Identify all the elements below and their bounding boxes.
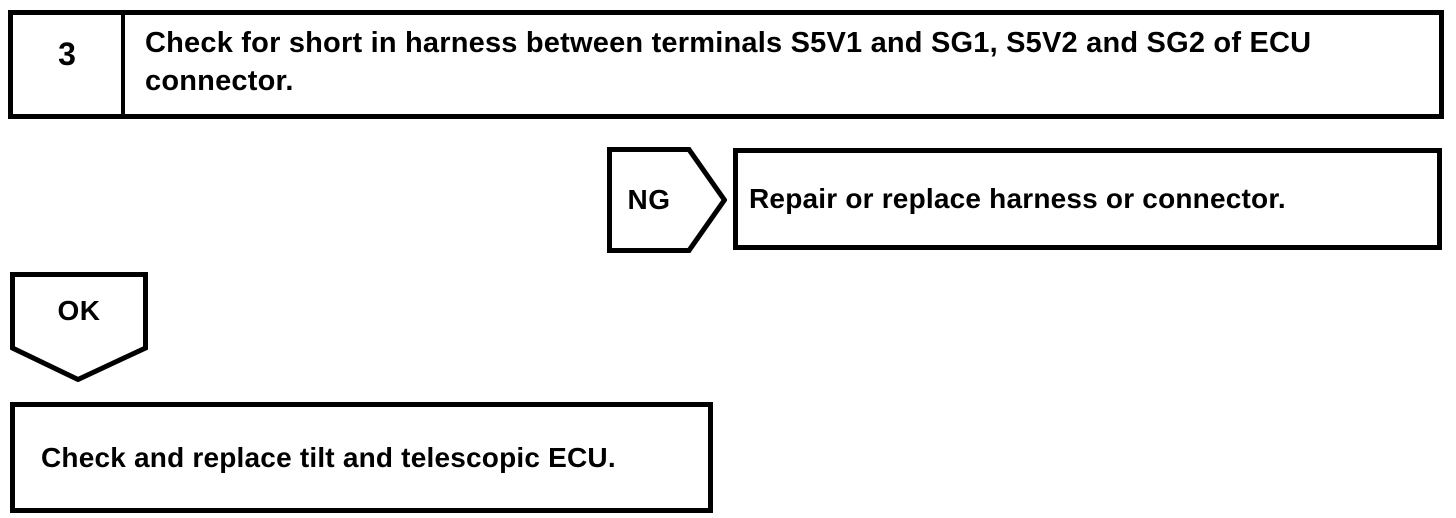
ng-label: NG — [627, 184, 671, 215]
pentagon-right-icon — [607, 147, 727, 253]
step-instruction: Check for short in harness between termi… — [145, 27, 1312, 97]
ok-connector-shape: OK — [10, 272, 148, 382]
pentagon-down-icon — [10, 272, 148, 382]
ng-connector-shape: NG — [607, 147, 727, 253]
step-box: 3 Check for short in harness between ter… — [8, 10, 1444, 119]
ng-action-text: Repair or replace harness or connector. — [749, 183, 1286, 214]
ok-label: OK — [57, 295, 101, 326]
ng-action-box: Repair or replace harness or connector. — [733, 148, 1442, 250]
ok-action-text: Check and replace tilt and telescopic EC… — [41, 441, 616, 473]
ok-action-box: Check and replace tilt and telescopic EC… — [10, 402, 713, 513]
step-number: 3 — [13, 15, 125, 114]
